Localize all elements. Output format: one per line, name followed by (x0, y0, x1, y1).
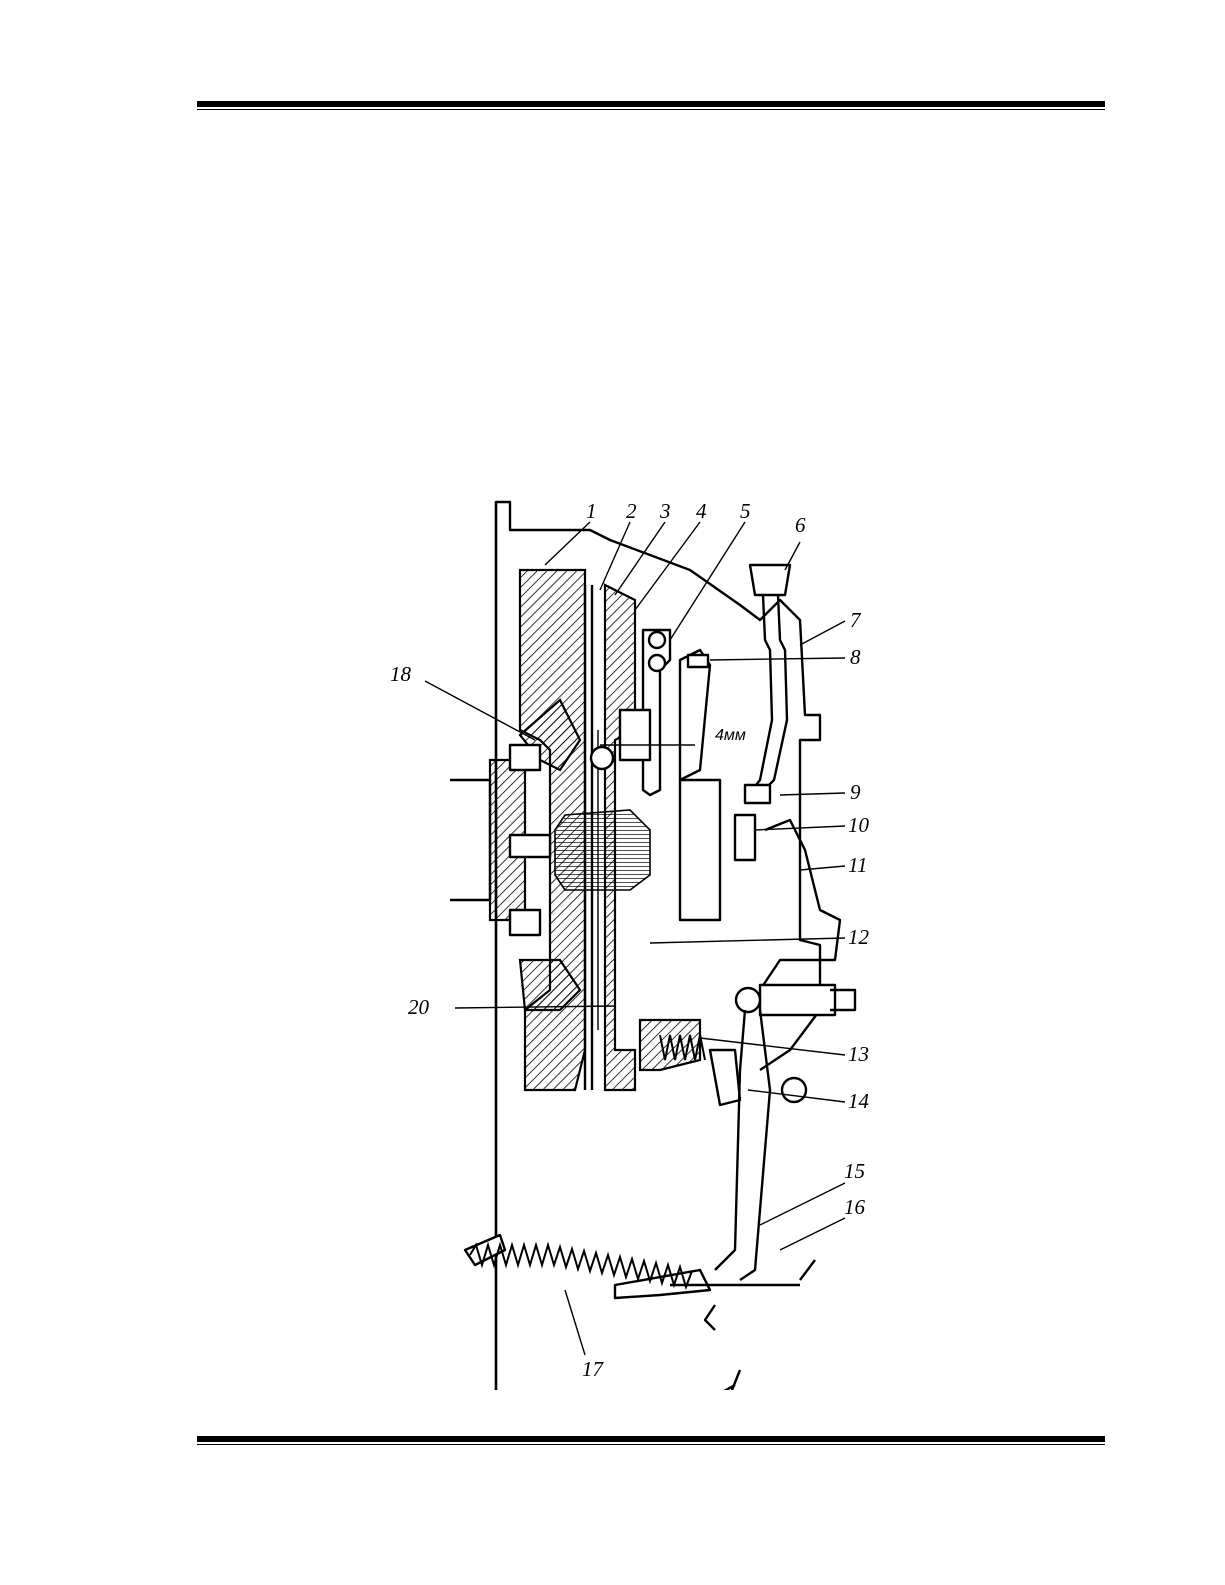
label-1: 1 (586, 499, 597, 523)
label-9: 9 (850, 780, 861, 804)
label-4: 4 (696, 499, 707, 523)
footer-rule (197, 1436, 1105, 1445)
label-17: 17 (582, 1357, 605, 1381)
label-15: 15 (844, 1159, 865, 1183)
label-11: 11 (848, 853, 867, 877)
release-lever (643, 630, 710, 795)
header-rule (197, 101, 1105, 110)
crankshaft-flange (450, 745, 550, 935)
label-13: 13 (848, 1042, 869, 1066)
label-12: 12 (848, 925, 870, 949)
grease-tube (745, 565, 790, 803)
label-8: 8 (850, 645, 861, 669)
release-fork (710, 820, 855, 1280)
label-20: 20 (408, 995, 430, 1019)
pedal-linkage (465, 1235, 815, 1390)
clutch-diagram: 1 2 3 4 5 6 7 8 9 10 11 12 13 14 15 16 1… (360, 490, 920, 1390)
label-3: 3 (659, 499, 671, 523)
dimension-4mm: 4мм (715, 727, 746, 744)
label-18: 18 (390, 662, 412, 686)
label-7: 7 (850, 608, 862, 632)
label-6: 6 (795, 513, 806, 537)
label-10: 10 (848, 813, 870, 837)
label-14: 14 (848, 1089, 870, 1113)
label-5: 5 (740, 499, 751, 523)
label-2: 2 (626, 499, 637, 523)
label-16: 16 (844, 1195, 866, 1219)
